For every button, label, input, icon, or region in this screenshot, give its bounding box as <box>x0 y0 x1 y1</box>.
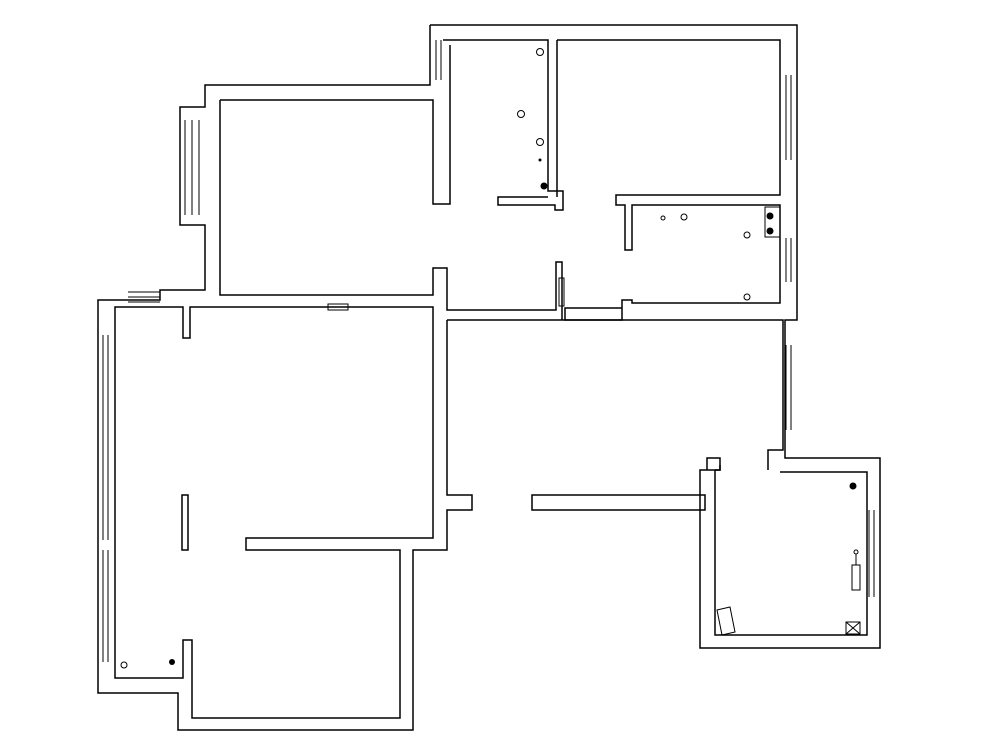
pipe-icon <box>540 182 548 190</box>
window-kitchen <box>868 510 875 597</box>
drain-icon <box>743 293 751 301</box>
pipe-icon <box>849 482 857 490</box>
window-left-upper <box>184 120 200 215</box>
window-right-lower <box>785 345 792 430</box>
appliance-icon <box>845 621 861 635</box>
pipe-icon <box>766 227 774 235</box>
fixture-points <box>120 48 857 669</box>
bedroom-upper-right-wall <box>557 39 781 321</box>
drain-icon <box>538 158 542 162</box>
partition-stub <box>181 494 189 551</box>
drain-icon <box>120 661 128 669</box>
bathroom-upper-wall <box>443 39 564 211</box>
living-room-inner-wall <box>531 494 706 511</box>
window-left-lower <box>102 335 109 662</box>
drain-icon <box>536 138 544 146</box>
window-balcony-top <box>128 291 160 303</box>
bedroom-upper-left-wall <box>219 45 563 320</box>
kitchen-wall <box>714 465 868 636</box>
pipe-icon <box>766 212 774 220</box>
pipe-icon <box>169 659 175 665</box>
drain-icon <box>517 110 525 118</box>
drain-icon <box>680 213 688 221</box>
bedroom-lower-left-wall <box>114 306 434 719</box>
window-top-left <box>435 40 442 80</box>
drain-icon <box>743 231 751 239</box>
meter-box-icon <box>851 564 861 591</box>
drain-icon <box>660 215 666 221</box>
exterior-wall-outline <box>97 24 881 731</box>
vent-mark <box>327 303 349 311</box>
drain-icon <box>536 48 544 56</box>
door-frame-mark <box>558 277 565 307</box>
cabinet-icon <box>764 206 781 238</box>
window-right-upper <box>785 75 792 160</box>
living-room-wall <box>447 319 784 470</box>
door-swing-icon <box>716 606 736 636</box>
window-right-middle <box>785 238 792 282</box>
